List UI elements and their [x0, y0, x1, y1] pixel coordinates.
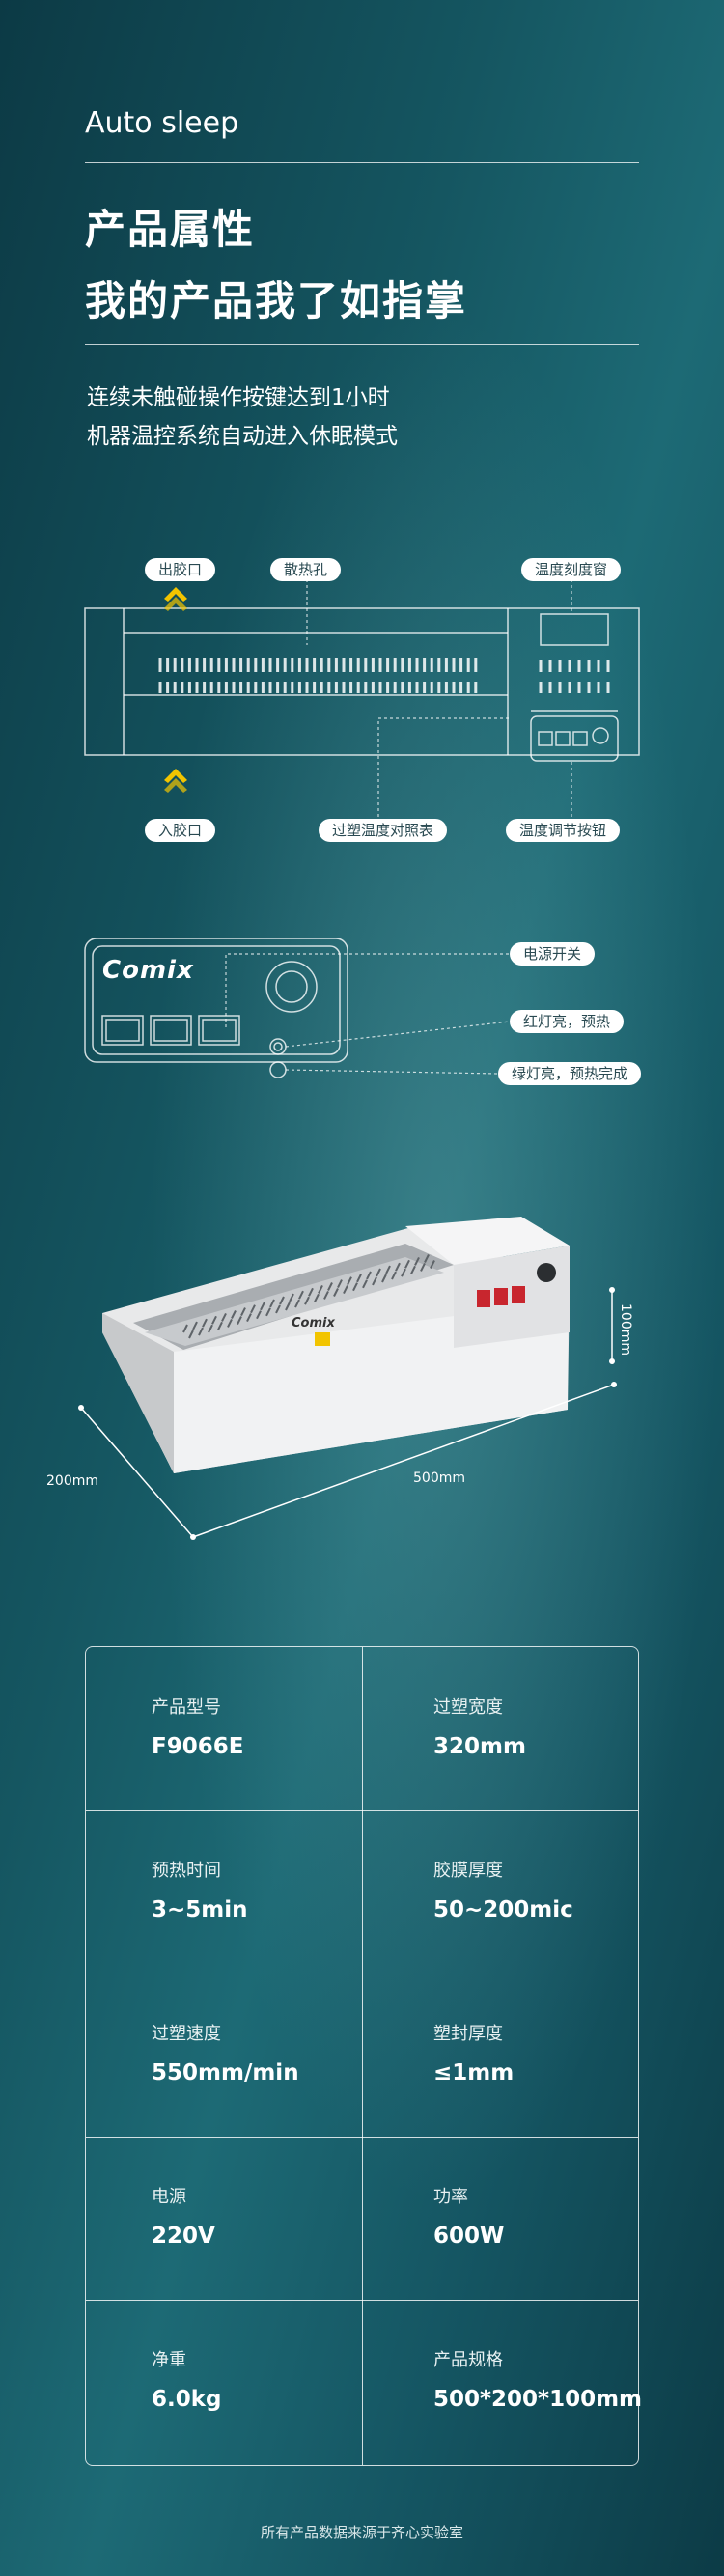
inlet-arrow-icon: [164, 769, 187, 793]
dim-depth: 200mm: [46, 1473, 98, 1489]
vent-slots: [158, 658, 478, 693]
spec-table: 产品型号 F9066E 过塑宽度 320mm 预热时间 3~5min 胶膜厚度 …: [85, 1646, 642, 2466]
product-brand-logo: Comix: [292, 1316, 335, 1330]
page-subtitle: 我的产品我了如指掌: [85, 277, 468, 324]
label-temp-window: 温度刻度窗: [521, 558, 622, 581]
dim-width: 500mm: [413, 1470, 465, 1486]
machine-outline: [84, 607, 640, 756]
label-temp-chart: 过塑温度对照表: [319, 819, 448, 842]
label-outlet: 出胶口: [145, 558, 216, 581]
section-eyebrow: Auto sleep: [85, 106, 239, 140]
divider-top: [85, 162, 639, 163]
page-title: 产品属性: [85, 206, 256, 253]
outlet-arrow-icon: [164, 587, 187, 611]
label-green-light: 绿灯亮，预热完成: [498, 1062, 642, 1085]
brand-logo: Comix: [102, 956, 194, 985]
description-line-2: 机器温控系统自动进入休眠模式: [87, 424, 398, 449]
label-inlet: 入胶口: [145, 819, 216, 842]
label-temp-knob: 温度调节按钮: [506, 819, 621, 842]
footer-note: 所有产品数据来源于齐心实验室: [260, 2524, 463, 2541]
laminator-front-diagram: [84, 579, 640, 817]
label-red-light: 红灯亮，预热: [510, 1010, 625, 1033]
control-panel: [530, 715, 619, 762]
temp-window: [540, 613, 609, 646]
label-power-switch: 电源开关: [510, 942, 596, 966]
divider-bottom: [85, 344, 639, 345]
laminator-product-image: [78, 1217, 617, 1540]
label-vents: 散热孔: [270, 558, 342, 581]
description-line-1: 连续未触碰操作按键达到1小时: [87, 385, 390, 410]
dim-height: 100mm: [618, 1303, 633, 1356]
control-panel-diagram: [84, 938, 511, 1078]
